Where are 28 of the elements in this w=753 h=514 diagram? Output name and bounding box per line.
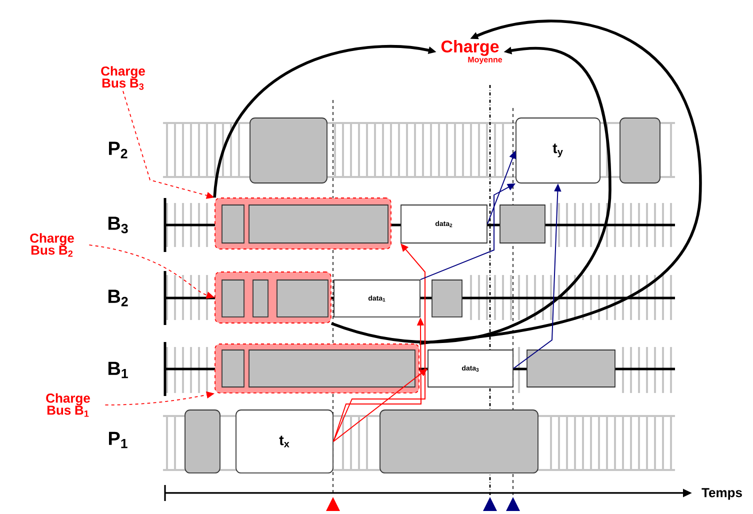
transfer-block bbox=[248, 350, 416, 388]
callout-label: Charge Bus B$_{1}$ bbox=[46, 393, 90, 417]
row-label: P$_{2}$ bbox=[109, 142, 128, 158]
row-label: B$_{1}$ bbox=[108, 362, 128, 378]
row-label: B$_{2}$ bbox=[108, 290, 128, 306]
transfer-block bbox=[222, 280, 244, 318]
process-block bbox=[184, 410, 220, 474]
transfer-block bbox=[252, 280, 268, 318]
task-block: t$_{x}$ bbox=[236, 410, 334, 474]
transfer-block bbox=[500, 204, 546, 244]
task-block: t$_{y}$ bbox=[516, 118, 600, 184]
curved-arrow bbox=[331, 46, 612, 344]
curved-arrow bbox=[419, 20, 702, 345]
axis-label: Temps bbox=[702, 488, 742, 500]
process-block bbox=[620, 118, 660, 184]
transfer-block bbox=[276, 280, 328, 318]
transfer-block bbox=[526, 350, 616, 388]
average-load-label: Charge Moyenne bbox=[441, 40, 502, 64]
callout-label: Charge Bus B$_{2}$ bbox=[30, 233, 74, 257]
callout-label: Charge Bus B$_{3}$ bbox=[101, 66, 145, 90]
process-block bbox=[380, 410, 538, 474]
process-block bbox=[250, 118, 328, 184]
row-label: P$_{1}$ bbox=[109, 432, 128, 448]
row-label: B$_{3}$ bbox=[108, 216, 128, 234]
transfer-block bbox=[222, 350, 244, 388]
transfer-block bbox=[432, 280, 462, 318]
transfer-block bbox=[222, 204, 244, 244]
transfer-block bbox=[248, 204, 388, 244]
